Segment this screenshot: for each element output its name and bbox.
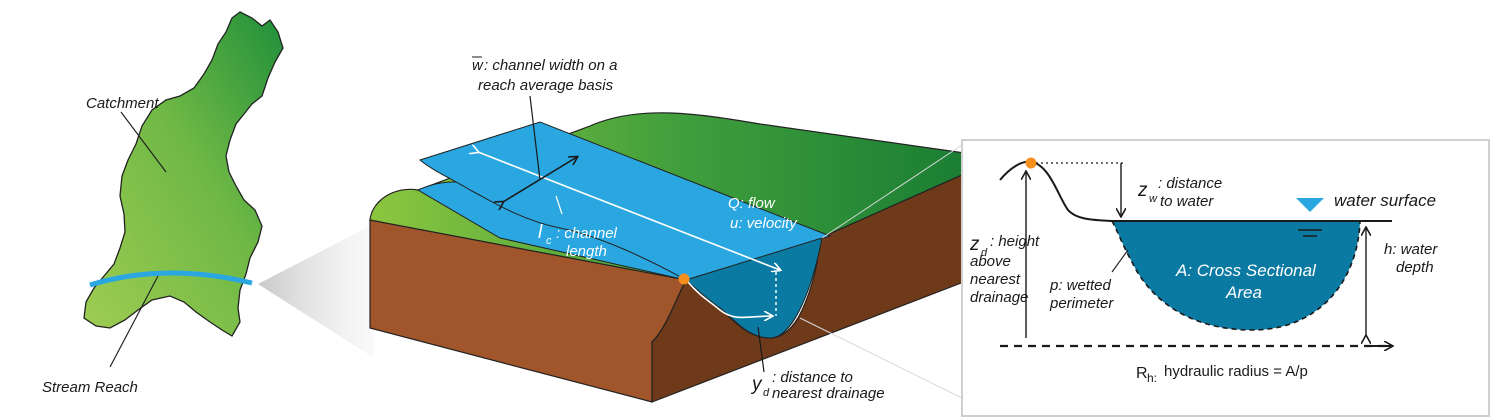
area-label-line1: A: Cross Sectional [1175, 261, 1317, 280]
zd-desc-line2: above [970, 253, 1011, 270]
water-body [1112, 221, 1360, 330]
zw-subscript: w [1149, 193, 1158, 205]
wetted-perimeter-dashed [1111, 220, 1361, 331]
catchment-map: Catchment Stream Reach [42, 11, 284, 396]
p-desc-line1: p: wetted [1049, 277, 1112, 294]
stream-reach-label: Stream Reach [42, 379, 138, 396]
catchment-shape [83, 11, 284, 337]
length-leader [555, 195, 563, 215]
p-desc-line2: perimeter [1049, 295, 1114, 312]
zd-symbol: z [969, 234, 980, 255]
velocity-label: u: velocity [730, 215, 798, 232]
w-desc-line2: reach average basis [478, 77, 614, 94]
rh-subscript: h: [1147, 371, 1157, 385]
stream-reach-line [89, 270, 253, 288]
zoom-line-top [821, 144, 963, 239]
yd-subscript: d [763, 387, 770, 399]
zd-desc-line1: : height [990, 233, 1040, 250]
channel-block: w : channel width on a reach average bas… [369, 56, 1003, 403]
river-cross-section [684, 237, 823, 339]
water-surface-label: water surface [1334, 191, 1436, 210]
wetted-perimeter-arrow [687, 281, 772, 318]
zoom-line-bottom [799, 317, 963, 399]
lc-desc-line2: length [566, 243, 607, 260]
catchment-leader [120, 111, 167, 173]
h-desc-line2: depth [1396, 259, 1434, 276]
stream-reach-leader [109, 275, 159, 368]
yd-desc-line2: nearest drainage [772, 385, 885, 402]
zw-desc-line1: : distance [1158, 175, 1222, 192]
bank-profile [999, 160, 1392, 222]
yd-symbol: y [750, 374, 763, 395]
lc-subscript: c [546, 235, 552, 247]
rh-desc: hydraulic radius = A/p [1164, 363, 1308, 380]
zd-subscript: d [981, 247, 988, 259]
bank-top-dot [1025, 157, 1037, 169]
p-leader [1111, 249, 1129, 273]
drainage-point-dot [678, 273, 690, 285]
zoom-wedge [258, 226, 374, 358]
zw-symbol: z [1137, 180, 1148, 201]
zd-desc-line3: nearest [970, 271, 1021, 288]
area-label-line2: Area [1225, 283, 1262, 302]
w-desc-line1: : channel width on a [484, 57, 617, 74]
lc-desc-line1: : channel [556, 225, 618, 242]
water-surface-icon [1296, 198, 1324, 212]
yd-desc-line1: : distance to [772, 369, 853, 386]
w-symbol: w [472, 57, 484, 74]
width-leader [529, 95, 541, 181]
rh-symbol: R [1136, 365, 1148, 382]
cross-section-panel: z w : distance to water water surface z … [961, 139, 1490, 417]
lc-symbol: l [538, 222, 543, 243]
catchment-label: Catchment [86, 95, 159, 112]
flow-label: Q: flow [728, 195, 776, 212]
yd-leader [757, 326, 765, 373]
zd-desc-line4: drainage [970, 289, 1028, 306]
zw-desc-line2: to water [1160, 193, 1214, 210]
h-desc-line1: h: water [1384, 241, 1438, 258]
